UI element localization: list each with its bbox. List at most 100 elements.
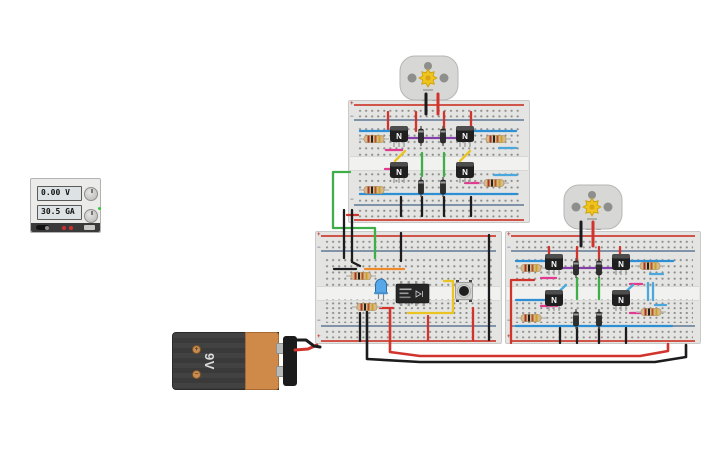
battery-positive-terminal: +: [192, 345, 201, 354]
resistor-band: [491, 179, 493, 187]
resistor-band: [531, 264, 534, 272]
voltage-knob[interactable]: [84, 187, 98, 201]
transistor-tab: [612, 254, 630, 259]
battery-9v[interactable]: 9V + −: [172, 332, 300, 390]
resistor-band: [367, 303, 370, 311]
rail-polarity-mark: +: [317, 232, 321, 238]
transistor-label: N: [618, 296, 624, 305]
black-wire[interactable]: [350, 208, 362, 268]
mosfet-transistor[interactable]: N: [390, 162, 408, 183]
ic-pin: [407, 281, 410, 285]
resistor-band: [378, 186, 381, 194]
mosfet-transistor[interactable]: N: [390, 126, 408, 147]
rail-negative-line: [354, 119, 524, 121]
resistor-band: [528, 314, 530, 322]
plus-symbol: +: [194, 346, 199, 353]
green-wire[interactable]: [331, 170, 377, 260]
resistor-band: [374, 186, 377, 194]
rail-holes: [513, 238, 693, 249]
resistor[interactable]: [359, 186, 389, 194]
diode-stripe: [573, 313, 579, 316]
transistor-label: N: [551, 296, 557, 305]
power-supply[interactable]: 0.00 V 30.5 GA: [30, 178, 101, 233]
dc-motor-b[interactable]: [563, 184, 623, 230]
resistor[interactable]: [635, 262, 665, 270]
transistor-tab: [456, 162, 474, 167]
resistor[interactable]: [359, 135, 389, 143]
rail-negative-line: [511, 250, 695, 252]
rail-polarity-mark: −: [507, 245, 511, 251]
ic-print: [399, 288, 412, 291]
resistor-band: [500, 135, 503, 143]
resistor-band: [358, 272, 360, 280]
transistor-label: N: [396, 132, 402, 141]
resistor[interactable]: [516, 264, 546, 272]
transistor-label: N: [462, 168, 468, 177]
mosfet-transistor[interactable]: N: [545, 254, 563, 275]
resistor[interactable]: [481, 135, 511, 143]
diode[interactable]: [418, 177, 424, 197]
diode[interactable]: [573, 258, 579, 278]
pushbutton[interactable]: [455, 280, 473, 302]
rail-holes: [513, 328, 693, 339]
mosfet-transistor[interactable]: N: [456, 162, 474, 183]
diode[interactable]: [596, 258, 602, 278]
resistor[interactable]: [479, 179, 509, 187]
diode[interactable]: [440, 177, 446, 197]
yellow-wire[interactable]: [406, 279, 455, 315]
resistor[interactable]: [516, 314, 546, 322]
mosfet-transistor[interactable]: N: [612, 254, 630, 275]
supply-plate: [84, 225, 95, 230]
red-wire[interactable]: [388, 308, 670, 358]
voltage-display: 0.00 V: [37, 186, 82, 201]
diode-stripe: [418, 181, 424, 184]
resistor[interactable]: [352, 303, 382, 311]
motor-screw: [424, 62, 432, 70]
transistor-tab: [612, 290, 630, 295]
led-flange: [374, 292, 388, 295]
button-leg: [456, 298, 459, 302]
power-indicator-led: [98, 207, 101, 210]
led-body: [375, 278, 387, 294]
supply-negative-terminal[interactable]: [69, 225, 73, 230]
current-knob[interactable]: [84, 209, 98, 223]
rail-positive-line: [321, 340, 496, 342]
resistor-band: [524, 314, 527, 322]
mosfet-transistor[interactable]: N: [456, 126, 474, 147]
mosfet-transistor[interactable]: N: [612, 290, 630, 311]
diode[interactable]: [440, 126, 446, 146]
resistor-band: [651, 308, 654, 316]
resistor-band: [535, 314, 538, 322]
battery-snap-connector[interactable]: [283, 336, 297, 386]
button-leg: [469, 298, 472, 302]
resistor-band: [654, 262, 657, 270]
red-wire[interactable]: [509, 278, 536, 345]
resistor-band: [367, 186, 370, 194]
supply-positive-terminal[interactable]: [62, 225, 66, 230]
button-leg: [469, 280, 472, 284]
resistor-band: [524, 264, 527, 272]
yellow-wire[interactable]: [393, 149, 407, 163]
timer-ic[interactable]: [395, 281, 430, 306]
mosfet-transistor[interactable]: N: [545, 290, 563, 311]
diode[interactable]: [596, 309, 602, 329]
led-blue[interactable]: [374, 278, 388, 301]
black-wire[interactable]: [365, 310, 688, 364]
dc-motor-a[interactable]: [399, 55, 459, 101]
terminal-holes-lower: [513, 299, 693, 323]
resistor[interactable]: [346, 272, 376, 280]
yellow-wire[interactable]: [458, 149, 472, 163]
rail-holes: [323, 328, 494, 339]
resistor-band: [494, 179, 497, 187]
resistor-band: [493, 135, 495, 143]
black-wire[interactable]: [292, 338, 322, 349]
diode[interactable]: [418, 126, 424, 146]
power-switch[interactable]: [36, 225, 49, 230]
diode[interactable]: [573, 309, 579, 329]
ic-pin: [415, 281, 418, 285]
resistor[interactable]: [636, 308, 666, 316]
battery-cap: [245, 332, 279, 390]
motor-fine-print: [423, 89, 433, 91]
button-cap[interactable]: [459, 286, 469, 296]
